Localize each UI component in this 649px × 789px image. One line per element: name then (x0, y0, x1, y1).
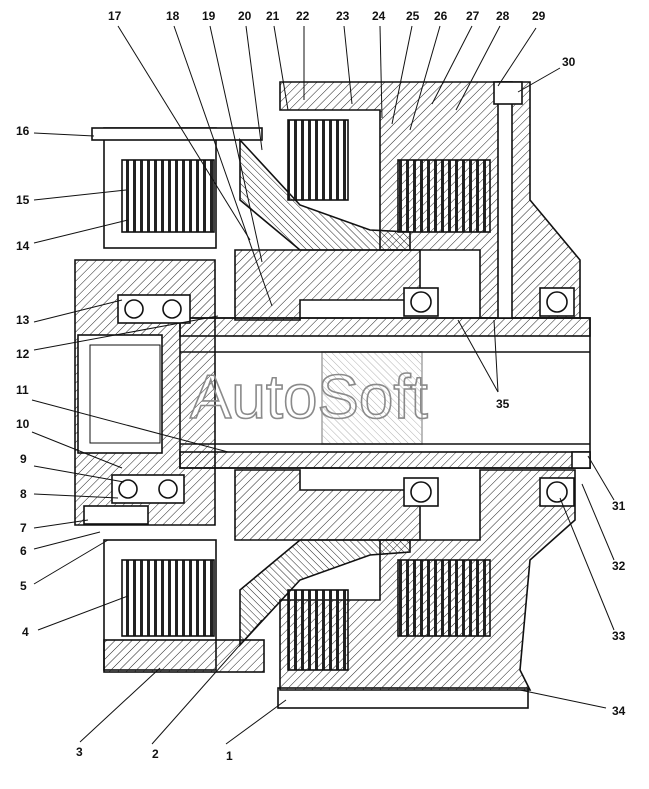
callout-label-6: 6 (20, 544, 27, 558)
right-bearing-upper-inner (403, 287, 439, 317)
callout-label-34: 34 (612, 704, 626, 718)
leader-line-20 (245, 25, 263, 151)
leader-line-35 (457, 319, 499, 393)
leader-line-5 (33, 539, 109, 585)
left-bearing-upper (117, 294, 191, 324)
leader-line-24 (379, 25, 383, 119)
leader-line-2 (151, 619, 263, 745)
left-friction-discs-upper (121, 159, 215, 233)
right-bearing-lower-inner (403, 477, 439, 507)
oil-channel (497, 81, 513, 319)
leader-line-13 (33, 299, 123, 323)
callout-label-32: 32 (612, 559, 626, 573)
callout-label-2: 2 (152, 747, 159, 761)
leader-line-9 (33, 465, 125, 483)
leader-line-21 (273, 25, 289, 111)
callout-label-12: 12 (16, 347, 30, 361)
callout-label-25: 25 (406, 9, 420, 23)
oil-plug (493, 81, 523, 105)
callout-label-3: 3 (76, 745, 83, 759)
leader-line-25 (391, 25, 413, 125)
leader-line-34 (519, 689, 607, 709)
watermark: AutoSoft (190, 363, 428, 432)
callout-label-22: 22 (296, 9, 310, 23)
center-hub-lower (234, 469, 421, 541)
leader-line-18 (173, 25, 273, 307)
callout-label-26: 26 (434, 9, 448, 23)
leader-line-15 (33, 189, 127, 201)
callout-label-7: 7 (20, 521, 27, 535)
callout-label-4: 4 (22, 625, 29, 639)
callout-label-18: 18 (166, 9, 180, 23)
callout-label-23: 23 (336, 9, 350, 23)
callout-label-9: 9 (20, 452, 27, 466)
disc-springs-upper (287, 119, 349, 201)
shaft-wall-lower (179, 451, 591, 469)
leader-line-35-2 (493, 319, 499, 393)
callout-label-19: 19 (202, 9, 216, 23)
leader-line-3 (79, 667, 161, 743)
callout-label-14: 14 (16, 239, 30, 253)
leader-line-33 (559, 497, 615, 631)
leader-line-1 (225, 699, 287, 745)
right-bearing-upper-outer (539, 287, 575, 317)
upper-tie-bolt (91, 127, 263, 141)
leader-line-14 (33, 219, 129, 244)
leader-line-32 (581, 483, 615, 561)
callout-label-10: 10 (16, 417, 30, 431)
leader-line-26 (409, 25, 441, 131)
left-friction-discs-lower (121, 559, 215, 637)
callout-label-28: 28 (496, 9, 510, 23)
right-bearing-lower-outer (539, 477, 575, 507)
callout-label-29: 29 (532, 9, 546, 23)
leader-line-17 (117, 25, 251, 241)
callout-label-11: 11 (16, 383, 29, 397)
callout-label-13: 13 (16, 313, 30, 327)
leader-line-16 (33, 132, 95, 137)
leader-line-30 (517, 67, 561, 93)
shaft-spline-bore (321, 351, 423, 445)
callout-label-15: 15 (16, 193, 30, 207)
right-friction-discs-upper (397, 159, 491, 233)
lower-tie-bolt (277, 687, 529, 709)
leader-line-31 (587, 455, 615, 501)
leader-line-7 (33, 519, 89, 529)
callout-label-33: 33 (612, 629, 626, 643)
callout-label-31: 31 (612, 499, 626, 513)
callout-label-27: 27 (466, 9, 480, 23)
leader-line-23 (343, 25, 353, 105)
callout-label-21: 21 (266, 9, 280, 23)
callout-label-24: 24 (372, 9, 386, 23)
callout-label-20: 20 (238, 9, 252, 23)
shaft-end-plug (571, 451, 591, 469)
leader-line-12 (33, 315, 219, 351)
callout-label-5: 5 (20, 579, 27, 593)
leader-line-29 (497, 27, 537, 87)
left-drum-flange (103, 639, 265, 673)
right-friction-discs-lower (397, 559, 491, 637)
leader-line-4 (37, 595, 129, 631)
callout-label-30: 30 (562, 55, 576, 69)
left-bearing-lower (111, 474, 185, 504)
assembly-body (74, 81, 591, 709)
callout-label-17: 17 (108, 9, 122, 23)
leader-line-28 (455, 25, 501, 111)
disc-springs-lower (287, 589, 349, 671)
center-hub (234, 249, 421, 321)
callout-label-1: 1 (226, 749, 233, 763)
leader-line-10 (31, 431, 123, 469)
hub-bolt (83, 505, 149, 525)
leader-line-19 (209, 25, 263, 263)
callout-label-8: 8 (20, 487, 27, 501)
leader-line-27 (431, 25, 473, 105)
callout-label-16: 16 (16, 124, 30, 138)
leader-line-11 (31, 399, 229, 453)
hub-spline-insert (89, 344, 161, 444)
callout-label-35: 35 (496, 397, 510, 411)
leader-line-8 (33, 493, 119, 499)
leader-line-6 (33, 531, 101, 550)
